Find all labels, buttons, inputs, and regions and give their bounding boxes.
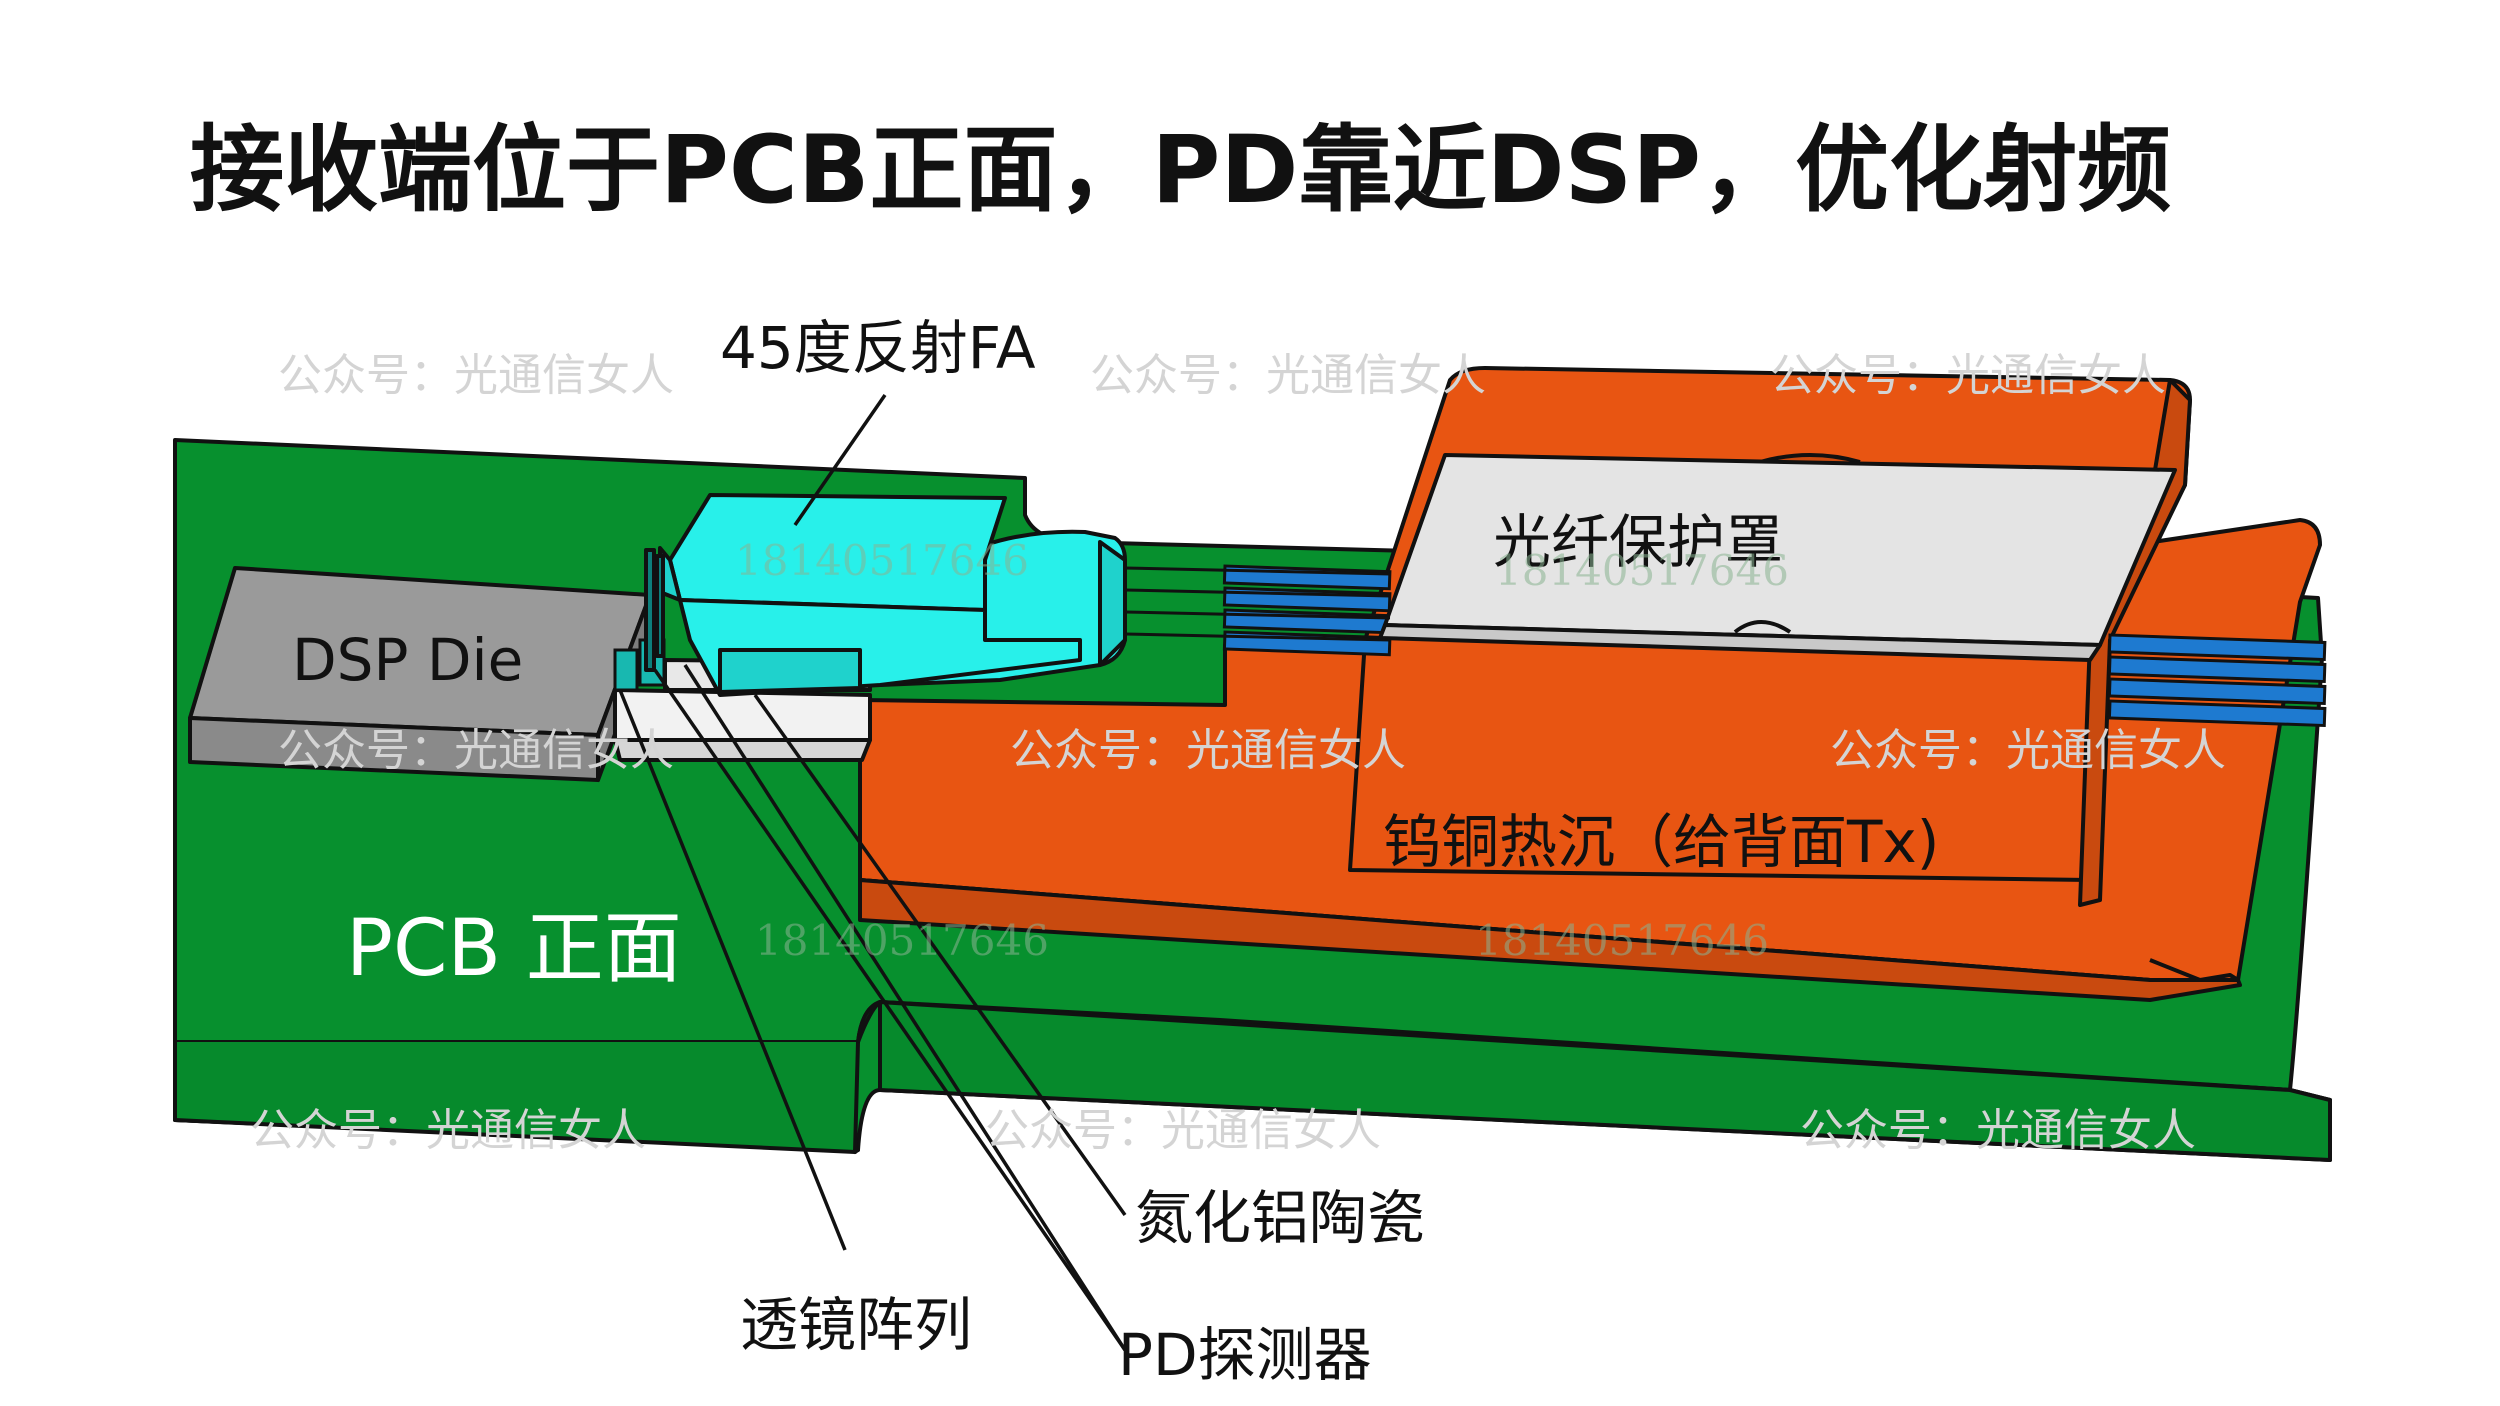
label-pcb: PCB 正面 [346, 904, 682, 994]
fa-block [644, 493, 1127, 697]
label-dsp-die: DSP Die [292, 626, 523, 694]
watermark-account: 公众号：光通信女人 [1010, 725, 1406, 776]
label-aln-ceramic: 氮化铝陶瓷 [1135, 1184, 1425, 1252]
watermarks: 公众号：光通信女人 公众号：光通信女人 公众号：光通信女人 公众号：光通信女人 … [250, 350, 2226, 1156]
leader-lines [618, 394, 1127, 1351]
watermark-number: 18140517646 [1475, 916, 1769, 965]
watermark-account: 公众号：光通信女人 [250, 1105, 646, 1156]
watermark-account: 公众号：光通信女人 [278, 350, 674, 401]
watermark-number: 18140517646 [755, 916, 1049, 965]
fiber-cover [1378, 453, 2177, 662]
watermark-account: 公众号：光通信女人 [1090, 350, 1486, 401]
watermark-number: 18140517646 [1495, 546, 1789, 595]
watermark-account: 公众号：光通信女人 [1830, 725, 2226, 776]
watermark-account: 公众号：光通信女人 [278, 725, 674, 776]
fiber-ribbon-right [2107, 633, 2327, 728]
fa-fibers [1124, 566, 1391, 642]
label-fiber-cover: 光纤保护罩 [1493, 508, 1783, 576]
watermark-number: 18140517646 [735, 536, 1029, 585]
page-title: 接收端位于PCB正面，PD靠近DSP，优化射频 [190, 116, 2171, 225]
label-pd-detector: PD探测器 [1118, 1321, 1372, 1389]
watermark-account: 公众号：光通信女人 [1800, 1105, 2196, 1156]
label-fa: 45度反射FA [720, 314, 1036, 382]
label-lens-array: 透镜阵列 [740, 1291, 972, 1359]
dsp-die [188, 566, 652, 782]
watermark-account: 公众号：光通信女人 [985, 1105, 1381, 1156]
watermark-account: 公众号：光通信女人 [1770, 350, 2166, 401]
label-heatsink: 钨铜热沉（给背面Tx) [1383, 808, 1939, 876]
